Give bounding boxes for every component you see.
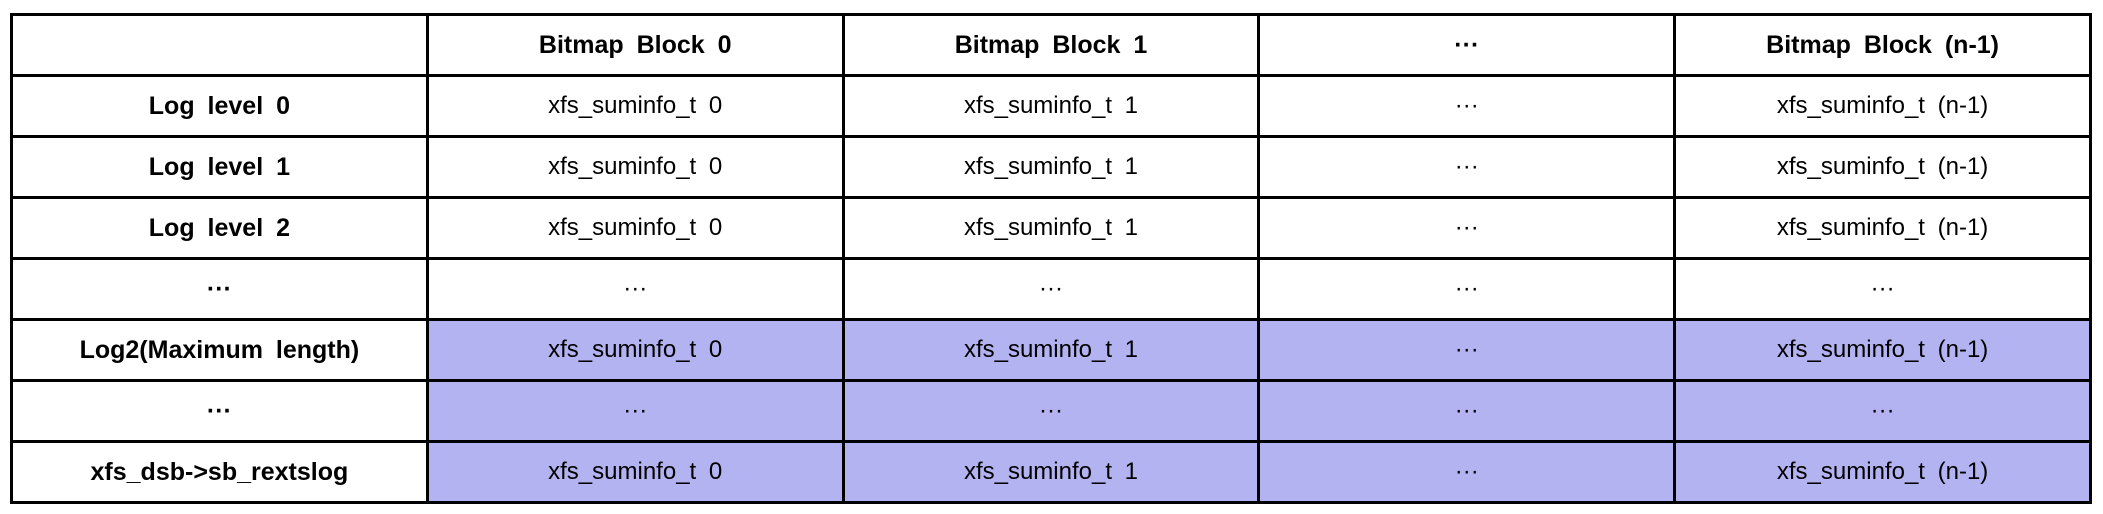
data-cell: xfs_suminfo_t 1 [841,196,1261,260]
data-cell: ··· [1257,318,1677,382]
data-cell: xfs_suminfo_t 1 [841,74,1261,138]
data-cell: ··· [1257,74,1677,138]
column-header-cell: Bitmap Block (n-1) [1673,13,2092,77]
row-label-cell: Log level 2 [10,196,429,260]
table-row: ··············· [10,257,2092,321]
data-cell: ··· [841,257,1261,321]
corner-cell [10,13,429,77]
data-cell: ··· [1257,440,1677,504]
data-cell: xfs_suminfo_t 0 [425,135,845,199]
data-cell: xfs_suminfo_t (n-1) [1673,318,2092,382]
table-row: ··············· [10,379,2092,443]
data-cell: ··· [1673,379,2092,443]
data-cell: xfs_suminfo_t 0 [425,318,845,382]
data-cell: ··· [841,379,1261,443]
data-cell: xfs_suminfo_t (n-1) [1673,74,2092,138]
data-cell: ··· [425,257,845,321]
data-cell: xfs_suminfo_t 1 [841,318,1261,382]
data-cell: xfs_suminfo_t 1 [841,135,1261,199]
column-header-cell: Bitmap Block 1 [841,13,1261,77]
row-label-cell: Log level 1 [10,135,429,199]
column-header-cell: ··· [1257,13,1677,77]
data-cell: xfs_suminfo_t (n-1) [1673,135,2092,199]
column-header-cell: Bitmap Block 0 [425,13,845,77]
data-cell: xfs_suminfo_t (n-1) [1673,196,2092,260]
row-label-cell: Log level 0 [10,74,429,138]
data-cell: ··· [1673,257,2092,321]
data-cell: xfs_suminfo_t 0 [425,196,845,260]
data-cell: xfs_suminfo_t 0 [425,440,845,504]
data-cell: ··· [1257,257,1677,321]
data-cell: xfs_suminfo_t (n-1) [1673,440,2092,504]
row-label-cell: xfs_dsb->sb_rextslog [10,440,429,504]
row-label-cell: Log2(Maximum length) [10,318,429,382]
row-label-cell: ··· [10,257,429,321]
data-cell: ··· [425,379,845,443]
data-cell: ··· [1257,135,1677,199]
data-cell: ··· [1257,379,1677,443]
data-cell: xfs_suminfo_t 1 [841,440,1261,504]
row-label-cell: ··· [10,379,429,443]
data-cell: xfs_suminfo_t 0 [425,74,845,138]
data-cell: ··· [1257,196,1677,260]
